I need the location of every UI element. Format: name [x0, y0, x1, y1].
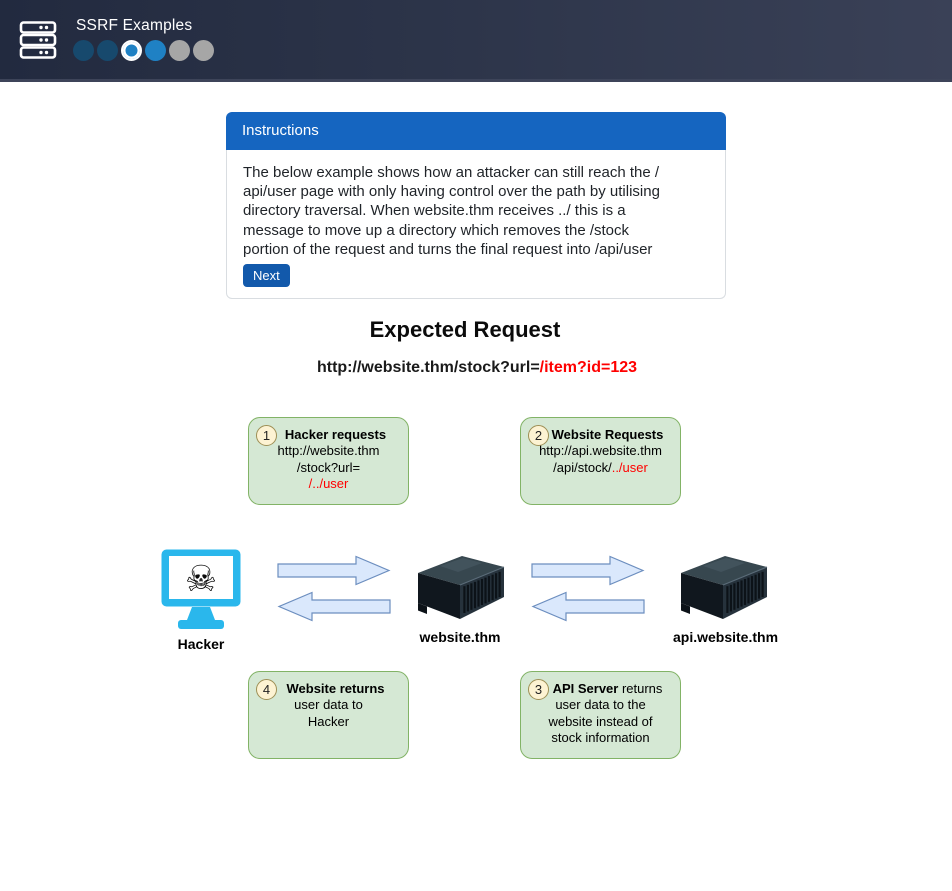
progress-dot[interactable] [97, 40, 118, 61]
page-title: SSRF Examples [76, 17, 193, 34]
progress-dot[interactable] [169, 40, 190, 61]
step-number-badge: 1 [256, 425, 277, 447]
hacker-node: ☠ Hacker [160, 549, 242, 652]
response-arrow-icon [531, 591, 645, 622]
app-header: SSRF Examples [0, 0, 952, 82]
progress-dot[interactable] [193, 40, 214, 61]
server-stack-icon [19, 21, 57, 59]
website-server-node: website.thm [410, 553, 510, 645]
website-label: website.thm [419, 629, 501, 646]
progress-dot[interactable] [145, 40, 166, 61]
next-button[interactable]: Next [243, 264, 290, 288]
skull-crossbones-icon: ☠ [185, 559, 217, 600]
url-prefix: http://website.thm/stock?url= [316, 359, 540, 377]
api-label: api.website.thm [673, 629, 779, 646]
expected-request-url: http://website.thm/stock?url=/item?id=12… [177, 359, 777, 377]
server-rack-icon [680, 556, 767, 620]
step-number-badge: 4 [256, 679, 277, 701]
instructions-text: The below example shows how an attacker … [243, 164, 660, 258]
server-rack-icon [417, 556, 504, 620]
request-arrow-icon [531, 555, 645, 586]
url-highlight: /item?id=123 [539, 359, 638, 377]
step-number-badge: 2 [528, 425, 549, 447]
api-server-node: api.website.thm [673, 553, 779, 646]
ssrf-diagram: Expected Request http://website.thm/stoc… [0, 299, 952, 890]
progress-dot[interactable] [121, 40, 142, 61]
hacker-monitor-icon: ☠ [161, 549, 241, 630]
diagram-title: Expected Request [369, 317, 561, 343]
instructions-panel: Instructions The below example shows how… [226, 112, 726, 300]
instructions-body: The below example shows how an attacker … [226, 150, 726, 300]
step-number-badge: 3 [528, 679, 549, 701]
progress-dots [73, 40, 217, 61]
request-arrow-icon [277, 555, 391, 586]
hacker-label: Hacker [177, 636, 225, 653]
response-arrow-icon [277, 591, 391, 622]
progress-dot[interactable] [73, 40, 94, 61]
instructions-header: Instructions [226, 112, 726, 150]
